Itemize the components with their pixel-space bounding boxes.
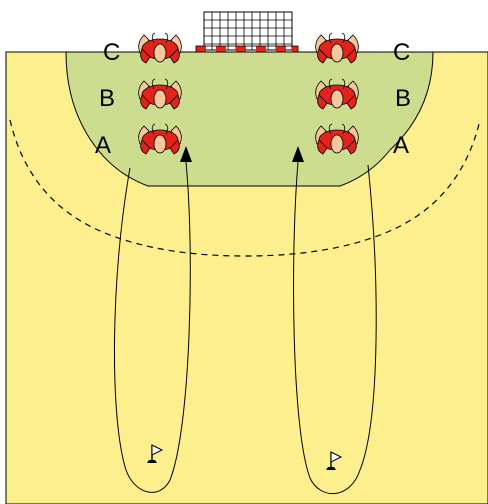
arrow-left-icon: [180, 146, 192, 162]
label-right-c: C: [393, 39, 410, 66]
run-path-left: [113, 161, 191, 493]
free-throw-line: [9, 119, 481, 257]
player-right-c-icon: [315, 32, 359, 64]
run-path-right: [293, 161, 377, 494]
handball-goal-icon: [195, 11, 299, 53]
label-right-a: A: [393, 132, 409, 159]
label-left-b: B: [99, 85, 115, 112]
label-left-c: C: [103, 39, 120, 66]
label-left-a: A: [95, 132, 111, 159]
player-left-c-icon: [138, 32, 182, 64]
arrow-right-icon: [292, 146, 304, 162]
label-right-b: B: [395, 85, 411, 112]
